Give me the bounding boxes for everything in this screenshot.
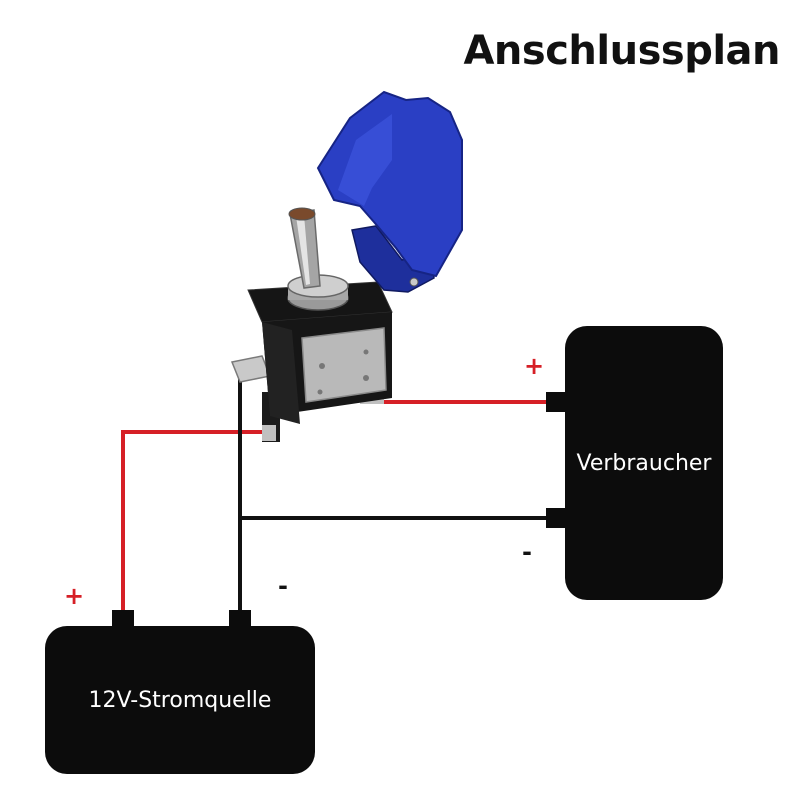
- source-positive-sign: +: [64, 582, 85, 610]
- wire-source-positive-to-switch: [121, 430, 270, 612]
- power-source-box: 12V-Stromquelle: [45, 626, 315, 774]
- power-source-label: 12V-Stromquelle: [88, 687, 272, 713]
- page-title: Anschlussplan: [463, 28, 780, 74]
- consumer-positive-sign: +: [524, 352, 545, 380]
- source-positive-terminal: [112, 610, 134, 630]
- toggle-switch-icon: [230, 90, 463, 442]
- consumer-label: Verbraucher: [576, 450, 712, 476]
- source-negative-terminal: [229, 610, 251, 630]
- consumer-box: Verbraucher: [565, 326, 723, 600]
- consumer-positive-terminal: [546, 392, 568, 412]
- source-negative-sign: -: [278, 572, 288, 600]
- consumer-negative-terminal: [546, 508, 568, 528]
- consumer-negative-sign: -: [522, 538, 532, 566]
